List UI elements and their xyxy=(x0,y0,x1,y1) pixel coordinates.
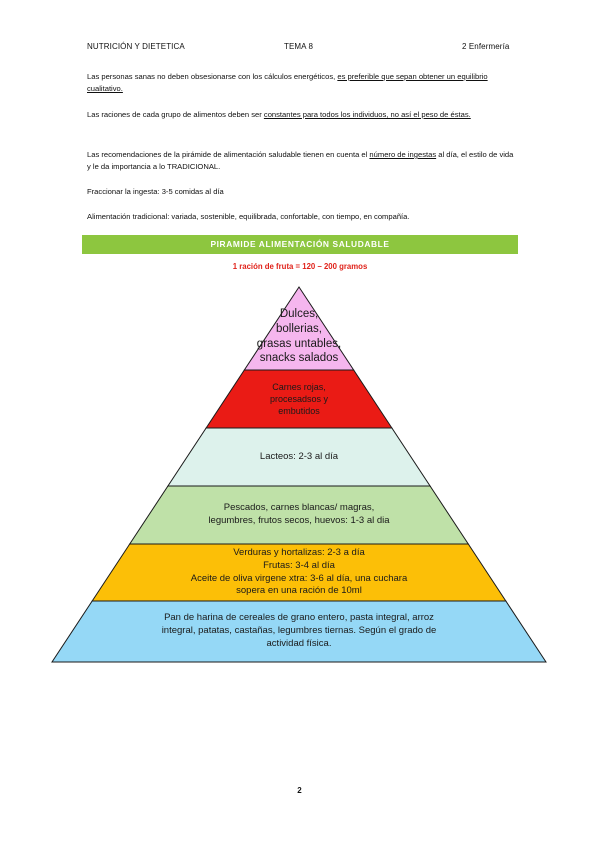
tier-dulces-line: snacks salados xyxy=(259,352,339,365)
paragraph-text: al día, el estilo de vida y le da import… xyxy=(87,150,514,171)
pyramid-banner: PIRAMIDE ALIMENTACIÓN SALUDABLE xyxy=(82,235,518,254)
tier-pescados-line: Pescados, carnes blancas/ magras, xyxy=(223,502,375,514)
tier-verduras-frutas-line: Aceite de oliva virgene xtra: 3-6 al día… xyxy=(190,572,408,584)
fruit-ration-note: 1 ración de fruta = 120 – 200 gramos xyxy=(232,262,368,271)
tier-pescados-label: Pescados, carnes blancas/ magras,legumbr… xyxy=(69,502,529,527)
paragraph-underlined-text: es preferible que sepan obtener un equil… xyxy=(87,72,488,93)
tier-lacteos-label: Lacteos: 2-3 al día xyxy=(69,451,529,464)
paragraph-underlined-text: constantes para todos los individuos, no… xyxy=(263,110,471,119)
tier-lacteos-line: Lacteos: 2-3 al día xyxy=(259,450,339,462)
paragraph-calculos: Las personas sanas no deben obsesionarse… xyxy=(87,71,517,95)
paragraph-raciones: Las raciones de cada grupo de alimentos … xyxy=(87,109,517,121)
tier-verduras-frutas-line: Verduras y hortalizas: 2-3 a día xyxy=(233,547,365,559)
tier-dulces-line: grasas untables, xyxy=(256,337,342,350)
tier-carnes-rojas-line: procesadsos y xyxy=(269,393,329,404)
tier-cereales-label: Pan de harina de cereales de grano enter… xyxy=(69,612,529,650)
paragraph-fraccionar: Fraccionar la ingesta: 3-5 comidas al dí… xyxy=(87,187,224,196)
tier-pescados-line: legumbres, frutos secos, huevos: 1-3 al … xyxy=(208,515,390,526)
paragraph-text: Las recomendaciones de la pirámide de al… xyxy=(87,150,370,159)
page-number: 2 xyxy=(297,786,302,795)
paragraph-text: Las raciones de cada grupo de alimentos … xyxy=(87,110,264,119)
header-course: 2 Enfermería xyxy=(462,42,510,51)
tier-carnes-rojas-line: Carnes rojas, xyxy=(272,381,326,392)
header-topic: TEMA 8 xyxy=(284,42,314,51)
tier-cereales-line: Pan de harina de cereales de grano enter… xyxy=(164,612,434,624)
tier-dulces-line: bollerias, xyxy=(275,322,323,335)
tier-cereales-line: integral, patatas, castañas, legumbres t… xyxy=(161,625,437,637)
paragraph-tradicional: Alimentación tradicional: variada, soste… xyxy=(87,212,410,221)
tier-cereales xyxy=(51,600,547,663)
tier-dulces-line: Dulces, xyxy=(279,308,319,321)
tier-dulces-label: Dulces,bollerias, grasas untables, snacks … xyxy=(69,307,529,366)
header-subject: NUTRICIÓN Y DIETETICA xyxy=(87,42,185,51)
tier-carnes-rojas-line: embutidos xyxy=(278,406,320,417)
paragraph-text: Las personas sanas no deben obsesionarse… xyxy=(87,72,338,81)
tier-carnes-rojas-label: Carnes rojas,procesadsos y embutidos xyxy=(69,381,529,418)
tier-verduras-frutas-line: sopera en una ración de 10ml xyxy=(236,585,362,597)
paragraph-underlined-text: número de ingestas xyxy=(369,150,437,159)
tier-verduras-frutas-line: Frutas: 3-4 al día xyxy=(263,559,335,571)
tier-cereales-line: actividad física. xyxy=(266,637,332,649)
paragraph-recomendaciones: Las recomendaciones de la pirámide de al… xyxy=(87,149,517,173)
